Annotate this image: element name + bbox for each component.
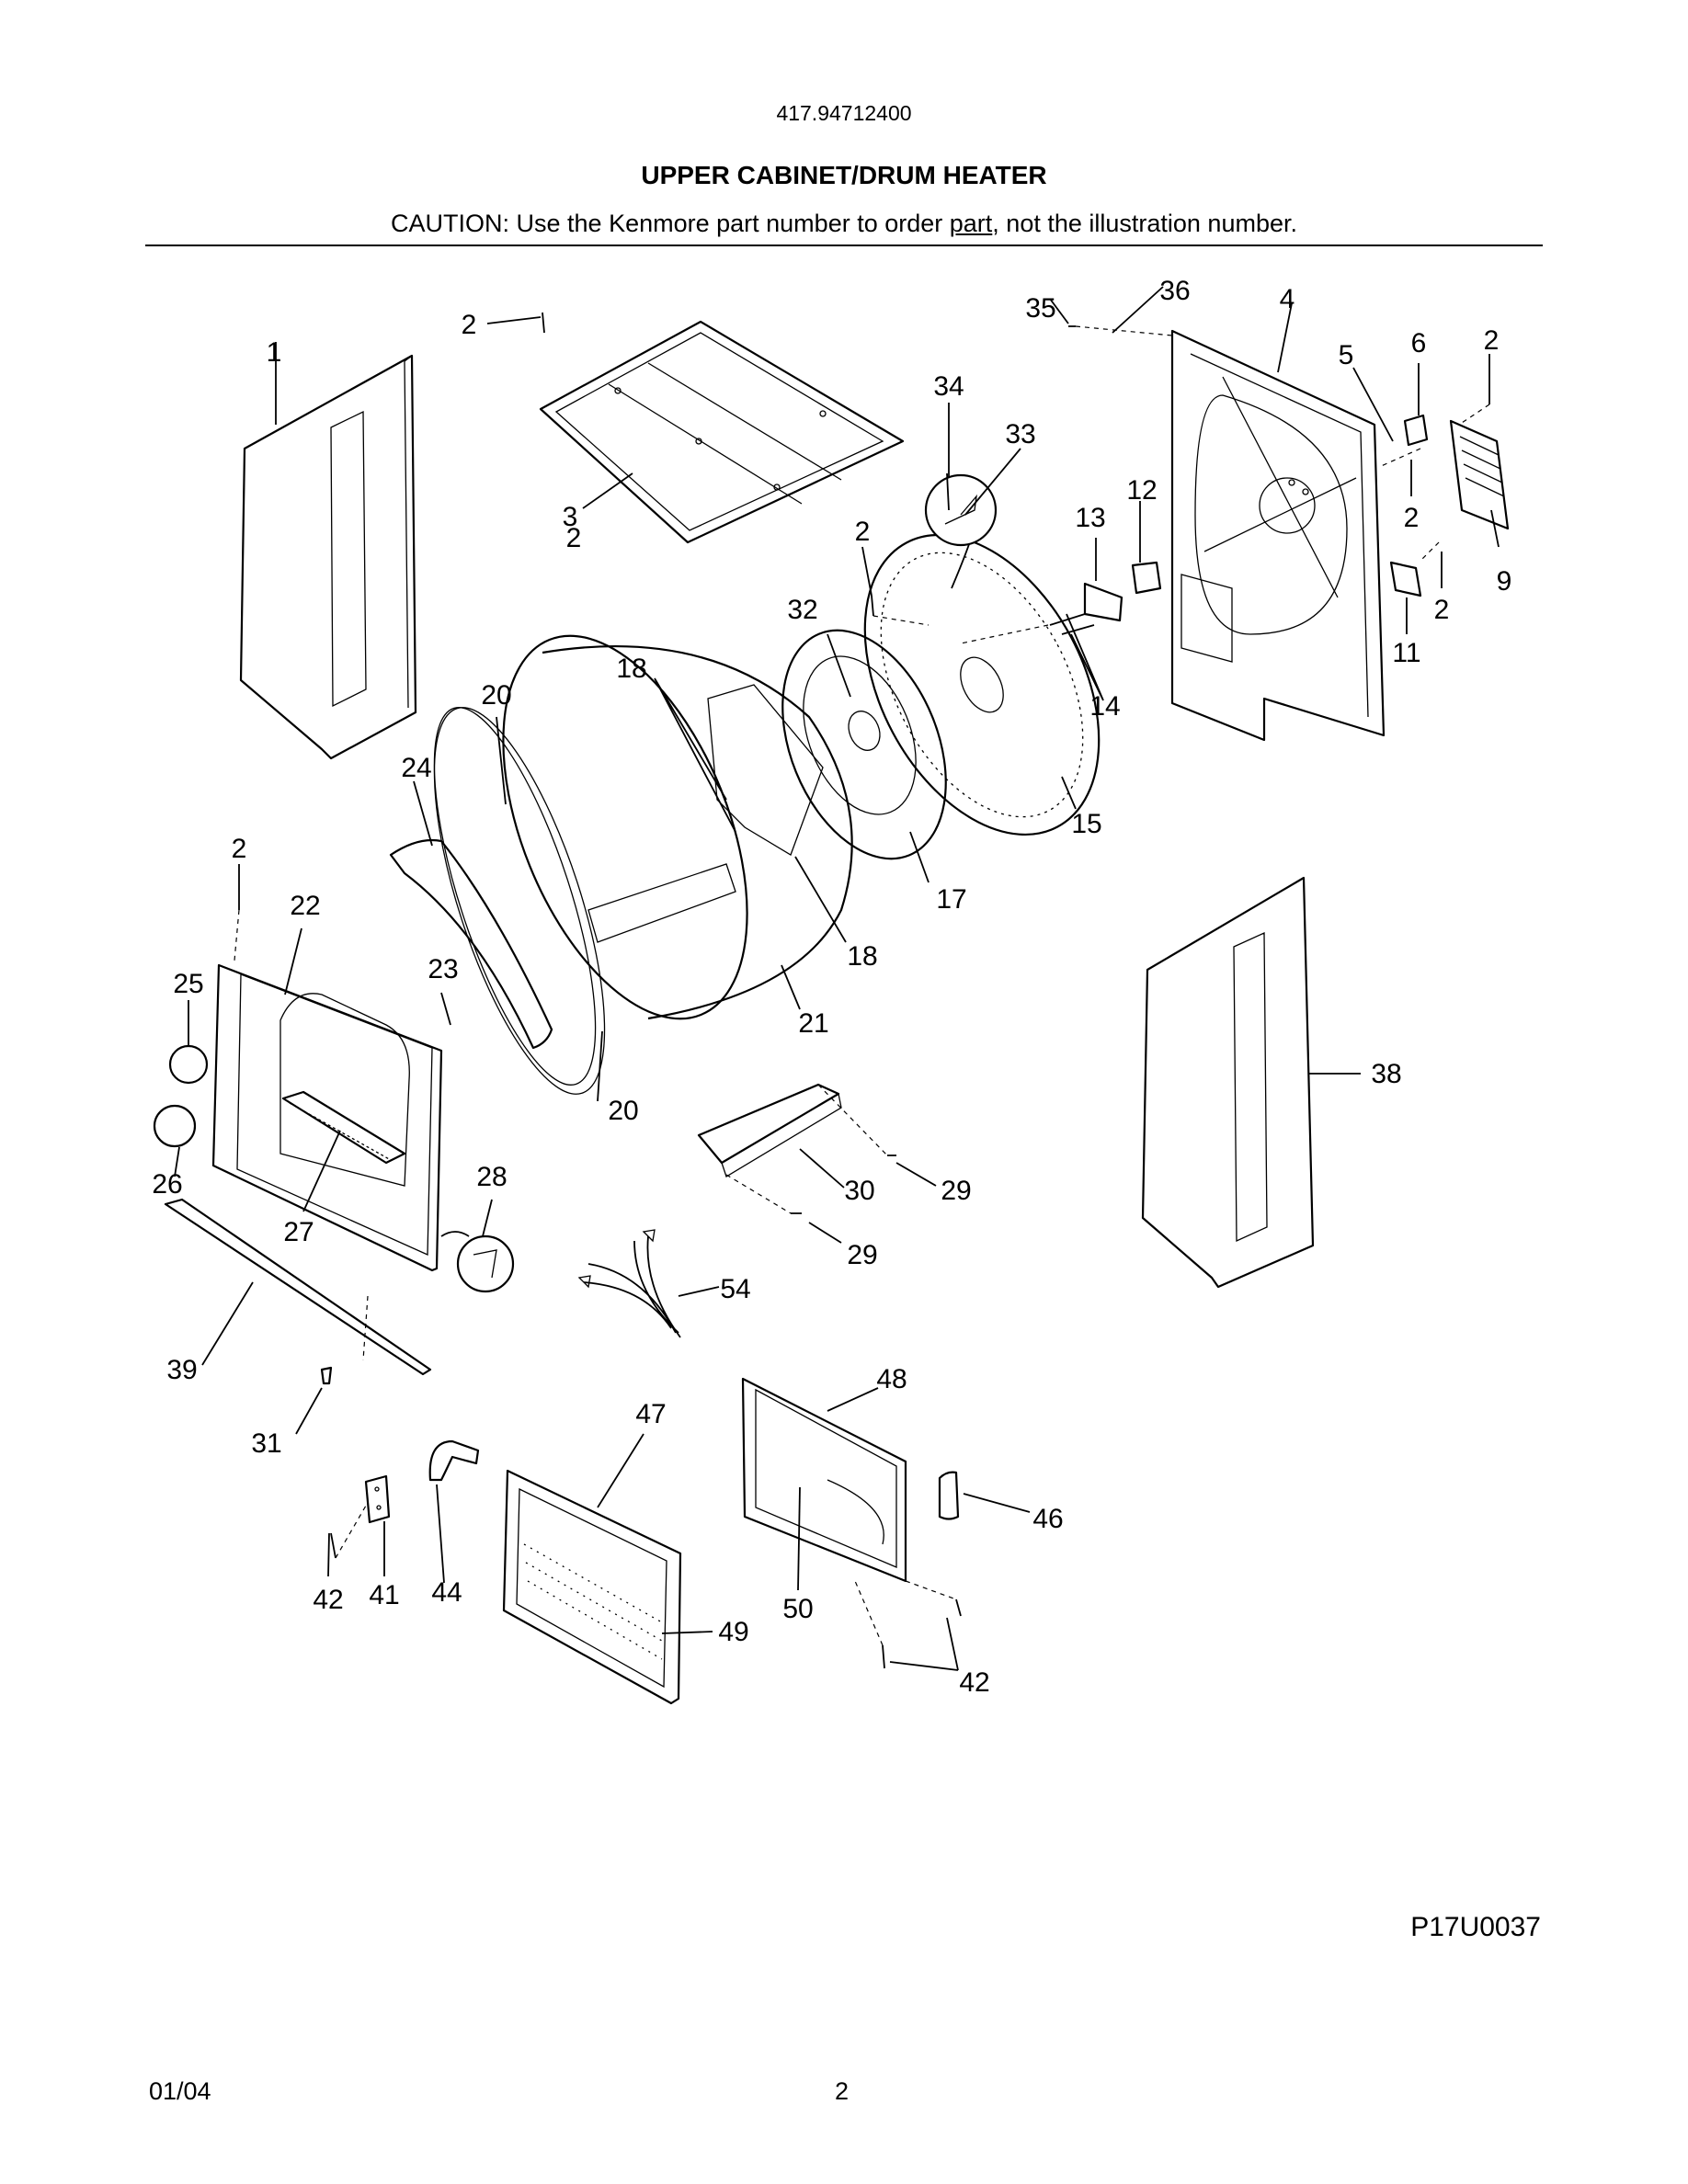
callout-label: 42: [959, 1667, 989, 1698]
part-screws: [238, 312, 1490, 1669]
part-door-hinge: [364, 1474, 391, 1524]
part-side-panel-left: [239, 354, 417, 760]
footer-date: 01/04: [149, 2077, 211, 2105]
callout-label: 39: [166, 1355, 197, 1385]
callout-label: 48: [876, 1364, 907, 1394]
callout-label: 49: [718, 1617, 748, 1647]
part-rear-panel: [1170, 329, 1386, 742]
callout-label: 23: [428, 954, 458, 984]
callout-label: 42: [313, 1585, 343, 1615]
callout-label: 18: [616, 654, 646, 684]
callout-label: 24: [401, 753, 431, 783]
callout-label: 2: [566, 523, 582, 553]
callout-label: 41: [369, 1580, 399, 1610]
part-side-panel-right: [1141, 876, 1315, 1289]
callout-label: 22: [290, 891, 320, 921]
callout-labels: 1 2 3 2 35 36 4 5 6 2 34 33 12 13 2 2 9 …: [152, 276, 1511, 1698]
page-number: 2: [835, 2077, 850, 2105]
callout-label: 15: [1071, 809, 1101, 839]
callout-label: 38: [1371, 1059, 1401, 1089]
part-rear-brackets: [1389, 414, 1510, 597]
callout-label: 11: [1392, 638, 1420, 668]
part-drum-rear-seal: [781, 629, 947, 860]
part-front-bracket: [697, 1083, 842, 1177]
callout-label: 50: [782, 1594, 813, 1624]
callout-label: 4: [1280, 284, 1295, 314]
callout-label: 2: [855, 517, 871, 547]
caution-text-end: , not the illustration number.: [992, 210, 1297, 237]
callout-label: 47: [635, 1399, 666, 1429]
callout-label: 28: [476, 1162, 507, 1192]
caution-text-start: CAUTION: Use the Kenmore part number to …: [391, 210, 950, 237]
callout-label: 13: [1075, 503, 1105, 533]
caution-note: CAUTION: Use the Kenmore part number to …: [0, 210, 1688, 238]
callout-label: 44: [431, 1577, 462, 1608]
callout-label: 2: [232, 834, 247, 864]
callout-label: 20: [481, 680, 511, 711]
page-title: UPPER CABINET/DRUM HEATER: [641, 161, 1047, 189]
part-lint-filter: [281, 1090, 406, 1165]
callout-label: 18: [847, 941, 877, 972]
part-door-outer: [502, 1469, 682, 1705]
callout-label: 12: [1126, 475, 1157, 506]
callout-label: 6: [1411, 328, 1427, 358]
callout-label: 29: [941, 1176, 971, 1206]
part-switch-insets: [153, 1044, 515, 1293]
part-door-inner: [741, 1377, 907, 1583]
part-drum: [502, 634, 853, 1020]
part-toe-kick: [164, 1198, 432, 1376]
part-door-handle: [428, 1439, 480, 1482]
callout-label: 35: [1025, 293, 1055, 324]
callout-label: 32: [787, 595, 817, 625]
callout-label: 2: [1404, 503, 1420, 533]
callout-label: 46: [1032, 1504, 1063, 1534]
part-top-panel: [539, 320, 905, 544]
model-number: 417.94712400: [776, 101, 912, 125]
callout-label: 30: [844, 1176, 874, 1206]
callout-label: 27: [283, 1217, 314, 1247]
callout-label: 2: [462, 310, 477, 340]
callout-label: 21: [798, 1008, 828, 1039]
part-switch-bracket: [1049, 561, 1162, 635]
part-front-panel: [211, 963, 443, 1272]
callout-label: 54: [720, 1274, 750, 1304]
callout-label: 29: [847, 1240, 877, 1270]
part-drum-seals: [389, 707, 606, 1095]
callout-label: 33: [1005, 419, 1035, 449]
callout-label: 14: [1089, 691, 1120, 722]
part-wire-harness: [577, 1229, 681, 1338]
part-door-strike: [938, 1471, 960, 1520]
callout-label: 1: [267, 337, 282, 368]
callout-label: 20: [608, 1096, 638, 1126]
callout-label: 31: [251, 1428, 281, 1459]
callout-label: 5: [1339, 340, 1354, 370]
part-thermostat-inset: [924, 472, 998, 547]
callout-label: 26: [152, 1169, 182, 1200]
callout-label: 34: [933, 371, 964, 402]
caution-emphasis: part: [949, 210, 993, 237]
callout-label: 25: [173, 969, 203, 999]
drawing-code: P17U0037: [1410, 1912, 1541, 1942]
callout-label: 3: [563, 502, 578, 532]
callout-label: 2: [1484, 325, 1500, 356]
leader-lines: [174, 286, 1500, 1671]
header-rule: [145, 245, 1543, 246]
part-drum-heater: [863, 532, 1101, 836]
callout-label: 9: [1497, 566, 1512, 597]
callout-label: 17: [936, 884, 966, 915]
callout-label: 2: [1434, 595, 1450, 625]
callout-label: 36: [1159, 276, 1190, 306]
